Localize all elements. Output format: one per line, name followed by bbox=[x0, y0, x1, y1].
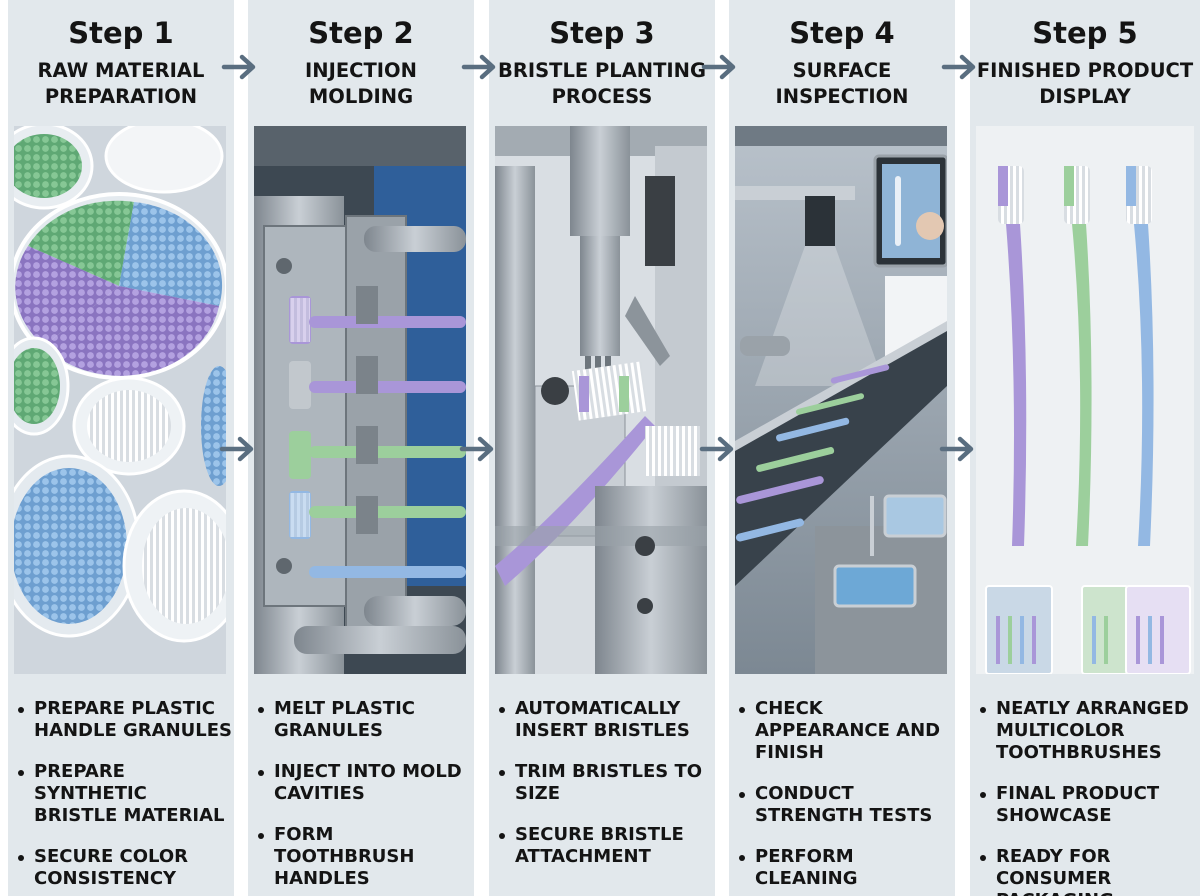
bullet-dot-icon bbox=[258, 707, 264, 713]
bullet-item: Perform cleaning bbox=[737, 846, 955, 890]
surface-inspection-photo bbox=[735, 126, 947, 674]
step-panel-1: Step 1 RAW MATERIAL PREPARATION Prepa bbox=[8, 0, 234, 896]
step-panel-2: Step 2 INJECTION MOLDING bbox=[248, 0, 474, 896]
bullet-item: Check appearance and finish bbox=[737, 698, 955, 764]
step-subtitle-line: INJECTION bbox=[305, 59, 417, 82]
bullet-text: Check appearance and finish bbox=[755, 698, 941, 763]
bullet-item: Automatically insert bristles bbox=[497, 698, 715, 742]
step-subtitle: INJECTION MOLDING bbox=[248, 58, 474, 110]
bullet-dot-icon bbox=[980, 707, 986, 713]
step-subtitle-line: PROCESS bbox=[551, 85, 653, 108]
bullet-text: Secure color consistency bbox=[34, 846, 189, 889]
bullet-item: Prepare plastic handle granules bbox=[16, 698, 234, 742]
step-bullet-list: Automatically insert bristles Trim brist… bbox=[497, 698, 715, 887]
bullet-item: Melt plastic granules bbox=[256, 698, 474, 742]
bullet-dot-icon bbox=[980, 792, 986, 798]
raw-material-photo bbox=[14, 126, 226, 674]
bullet-dot-icon bbox=[18, 707, 24, 713]
bullet-item: Trim bristles to size bbox=[497, 761, 715, 805]
bullet-text: Final product showcase bbox=[996, 783, 1160, 826]
bullet-text: Perform cleaning bbox=[755, 846, 858, 889]
bullet-dot-icon bbox=[258, 833, 264, 839]
arrow-right-icon bbox=[460, 52, 500, 82]
bullet-dot-icon bbox=[258, 770, 264, 776]
bullet-item: Secure color consistency bbox=[16, 846, 234, 890]
bullet-text: Trim bristles to size bbox=[515, 761, 703, 804]
arrow-right-icon bbox=[698, 434, 738, 464]
step-subtitle-line: RAW MATERIAL bbox=[37, 59, 205, 82]
step-subtitle: RAW MATERIAL PREPARATION bbox=[8, 58, 234, 110]
bullet-item: Inject into mold cavities bbox=[256, 761, 474, 805]
bullet-text: Neatly arranged multicolor toothbrushes bbox=[996, 698, 1189, 763]
bullet-item: Form toothbrush handles bbox=[256, 824, 474, 890]
step-subtitle-line: BRISTLE PLANTING bbox=[497, 59, 707, 82]
step-title: Step 1 bbox=[68, 16, 174, 50]
step-subtitle-line: MOLDING bbox=[308, 85, 414, 108]
step-title: Step 3 bbox=[549, 16, 655, 50]
bullet-dot-icon bbox=[739, 855, 745, 861]
bullet-dot-icon bbox=[980, 855, 986, 861]
step-panel-3: Step 3 BRISTLE PLANTING PROCESS Autom bbox=[489, 0, 715, 896]
step-subtitle: BRISTLE PLANTING PROCESS bbox=[489, 58, 715, 110]
bullet-text: Ready for consumer packaging bbox=[996, 846, 1114, 896]
step-bullet-list: Prepare plastic handle granules Prepare … bbox=[16, 698, 234, 896]
bullet-text: Inject into mold cavities bbox=[274, 761, 462, 804]
bullet-text: Automatically insert bristles bbox=[515, 698, 690, 741]
bullet-dot-icon bbox=[739, 707, 745, 713]
step-bullet-list: Melt plastic granules Inject into mold c… bbox=[256, 698, 474, 896]
bullet-dot-icon bbox=[499, 770, 505, 776]
bullet-dot-icon bbox=[499, 833, 505, 839]
bullet-dot-icon bbox=[739, 792, 745, 798]
injection-molding-photo bbox=[254, 126, 466, 674]
bristle-planting-photo bbox=[495, 126, 707, 674]
step-title: Step 4 bbox=[789, 16, 895, 50]
bullet-dot-icon bbox=[18, 855, 24, 861]
step-subtitle: FINISHED PRODUCT DISPLAY bbox=[970, 58, 1200, 110]
bullet-text: Prepare synthetic bristle material bbox=[34, 761, 225, 826]
finished-product-photo bbox=[976, 126, 1194, 674]
bullet-text: Secure bristle attachment bbox=[515, 824, 684, 867]
bullet-item: Prepare synthetic bristle material bbox=[16, 761, 234, 827]
step-subtitle-line: FINISHED PRODUCT bbox=[976, 59, 1194, 82]
step-panel-4: Step 4 SURFACE INSPECTION bbox=[729, 0, 955, 896]
step-bullet-list: Neatly arranged multicolor toothbrushes … bbox=[978, 698, 1200, 896]
bullet-item: Final product showcase bbox=[978, 783, 1200, 827]
step-panel-5: Step 5 FINISHED PRODUCT DISPLAY Neatly a… bbox=[970, 0, 1200, 896]
step-title: Step 2 bbox=[308, 16, 414, 50]
bullet-item: Conduct strength tests bbox=[737, 783, 955, 827]
bullet-text: Form toothbrush handles bbox=[274, 824, 415, 889]
step-subtitle-line: SURFACE bbox=[792, 59, 892, 82]
arrow-right-icon bbox=[220, 52, 260, 82]
bullet-item: Secure bristle attachment bbox=[497, 824, 715, 868]
arrow-right-icon bbox=[458, 434, 498, 464]
step-subtitle-line: DISPLAY bbox=[1039, 85, 1131, 108]
step-bullet-list: Check appearance and finish Conduct stre… bbox=[737, 698, 955, 896]
bullet-dot-icon bbox=[499, 707, 505, 713]
step-subtitle: SURFACE INSPECTION bbox=[729, 58, 955, 110]
bullet-dot-icon bbox=[18, 770, 24, 776]
bullet-item: Neatly arranged multicolor toothbrushes bbox=[978, 698, 1200, 764]
arrow-right-icon bbox=[940, 52, 980, 82]
bullet-item: Ready for consumer packaging bbox=[978, 846, 1200, 896]
arrow-right-icon bbox=[218, 434, 258, 464]
step-title: Step 5 bbox=[1032, 16, 1138, 50]
step-subtitle-line: PREPARATION bbox=[44, 85, 198, 108]
step-subtitle-line: INSPECTION bbox=[775, 85, 909, 108]
arrow-right-icon bbox=[700, 52, 740, 82]
arrow-right-icon bbox=[938, 434, 978, 464]
bullet-text: Conduct strength tests bbox=[755, 783, 933, 826]
bullet-text: Prepare plastic handle granules bbox=[34, 698, 233, 741]
bullet-text: Melt plastic granules bbox=[274, 698, 415, 741]
